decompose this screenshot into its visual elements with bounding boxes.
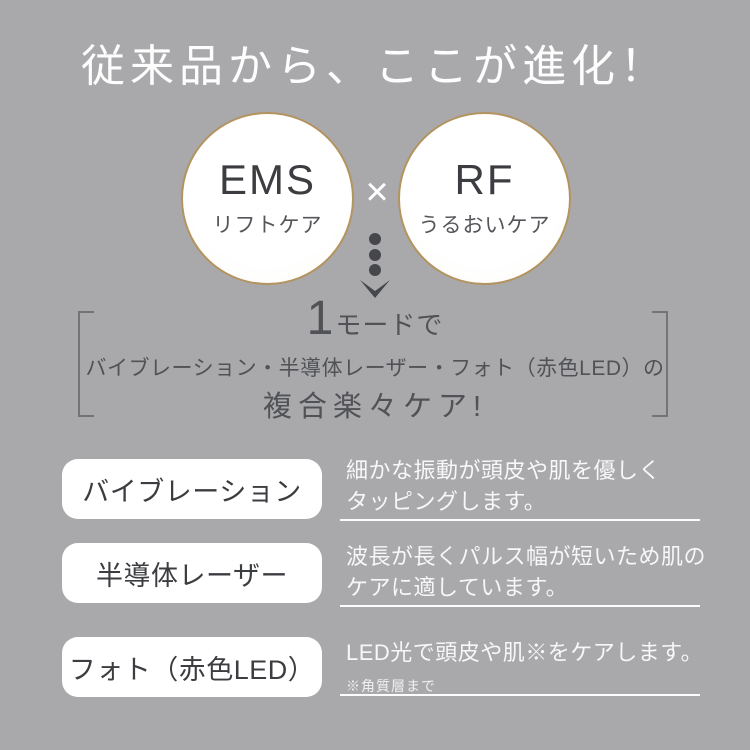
bracket-right-decoration <box>652 311 668 417</box>
mode-suffix: モードで <box>335 310 444 340</box>
result-detail-line: バイブレーション・半導体レーザー・フォト（赤色LED）の <box>85 357 665 380</box>
feature-desc-line2: ケアに適しています。 <box>346 575 569 600</box>
feature-label-photo-led: フォト（赤色LED） <box>62 637 322 697</box>
feature-desc-laser: 波長が長くパルス幅が短いため肌の ケアに適しています。 <box>346 541 706 603</box>
one-mode-line: 1モードで <box>0 294 750 355</box>
feature-desc-line1: 波長が長くパルス幅が短いため肌の <box>346 544 707 569</box>
feature-desc-line1: LED光で頭皮や肌※をケアします。 <box>346 640 704 665</box>
multiply-icon: × <box>365 170 389 214</box>
feature-desc-photo-led: LED光で頭皮や肌※をケアします。 ※角質層まで <box>346 637 703 702</box>
ems-circle-main-label: EMS <box>218 155 316 203</box>
feature-desc-line2: タッピングします。 <box>346 489 547 514</box>
rf-circle-sub-label: うるおいケア <box>418 214 551 238</box>
arrow-dot-2 <box>369 249 381 261</box>
arrow-dot-1 <box>369 233 381 245</box>
mode-number: 1 <box>306 292 336 345</box>
feature-desc-line1: 細かな振動が頭皮や肌を優しく <box>346 458 662 483</box>
rf-circle-main-label: RF <box>454 155 515 203</box>
feature-footnote: ※角質層まで <box>346 678 436 694</box>
page-title: 従来品から、ここが進化！ <box>81 42 669 91</box>
arrow-dot-3 <box>369 264 381 276</box>
ems-circle: EMS リフトケア <box>181 112 354 285</box>
feature-divider-2 <box>340 605 700 607</box>
ems-circle-sub-label: リフトケア <box>212 214 323 238</box>
feature-label-vibration: バイブレーション <box>62 459 322 519</box>
result-headline: 複合楽々ケア! <box>262 391 488 423</box>
feature-label-laser: 半導体レーザー <box>62 543 322 603</box>
arrow-down-icon <box>360 280 390 298</box>
rf-circle: RF うるおいケア <box>398 112 571 285</box>
feature-divider-1 <box>340 519 700 521</box>
feature-desc-vibration: 細かな振動が頭皮や肌を優しく タッピングします。 <box>346 455 661 517</box>
feature-divider-3 <box>340 694 700 696</box>
bracket-left-decoration <box>78 311 94 417</box>
